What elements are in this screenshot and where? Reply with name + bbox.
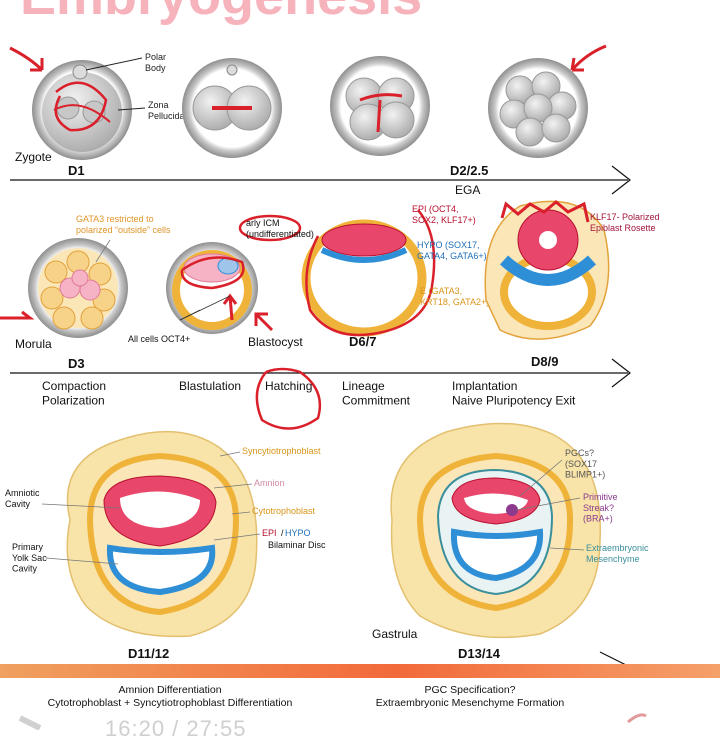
label-morula: Morula xyxy=(15,337,52,351)
video-progress-bar[interactable] xyxy=(0,664,720,678)
label-epi-markers: EPI (OCT4,SOX2, KLF17+) xyxy=(412,204,476,225)
caption-left: Amnion Differentiation Cytotrophoblast +… xyxy=(47,684,293,709)
zygote-cell xyxy=(32,60,132,160)
label-cytotrophoblast: Cytotrophoblast xyxy=(252,506,316,516)
label-blastocyst: Blastocyst xyxy=(248,335,303,349)
stage-hatching: Hatching xyxy=(265,379,312,393)
label-bilaminar-disc: Bilaminar Disc xyxy=(268,540,326,550)
day-d2-2-5: D2/2.5 xyxy=(450,163,488,178)
slide-title: Embryogenesis xyxy=(20,0,422,26)
gastrula-d13-14 xyxy=(390,422,602,639)
early-blastocyst xyxy=(166,242,258,334)
label-all-cells-oct4: All cells OCT4+ xyxy=(128,334,190,344)
day-d1: D1 xyxy=(68,163,85,178)
stage-blastulation: Blastulation xyxy=(179,379,241,393)
day-d11-12: D11/12 xyxy=(128,646,169,661)
label-ega: EGA xyxy=(455,183,480,197)
morula-embryo xyxy=(28,238,128,338)
day-d6-7: D6/7 xyxy=(349,334,376,349)
label-syncytiotrophoblast: Syncytiotrophoblast xyxy=(242,446,321,456)
label-hypo-markers: HYPO (SOX17,GATA4, GATA6+) xyxy=(417,240,487,261)
eight-cell-embryo xyxy=(488,58,588,158)
embryo-d11-12 xyxy=(66,430,258,638)
label-te-markers: E (GATA3,KRT18, GATA2+) xyxy=(420,286,489,307)
caption-area: Amnion Differentiation Cytotrophoblast +… xyxy=(0,678,720,730)
caption-right: PGC Specification? Extraembryonic Mesenc… xyxy=(375,684,565,709)
label-amnion: Amnion xyxy=(254,478,285,488)
label-epi-row3: EPI xyxy=(262,528,277,538)
label-zygote: Zygote xyxy=(15,150,52,164)
day-d8-9: D8/9 xyxy=(531,354,558,369)
day-d3: D3 xyxy=(68,356,85,371)
label-gastrula: Gastrula xyxy=(372,627,418,641)
label-early-icm: arly ICM(undifferentiated) xyxy=(246,218,314,239)
label-slash: / xyxy=(281,528,284,538)
blastocyst-d6-7 xyxy=(301,219,427,337)
day-d13-14: D13/14 xyxy=(458,646,501,661)
implanting-embryo-d8-9 xyxy=(484,200,610,340)
video-timestamp: 16:20 / 27:55 xyxy=(105,716,247,741)
label-hypo-row3: HYPO xyxy=(285,528,311,538)
